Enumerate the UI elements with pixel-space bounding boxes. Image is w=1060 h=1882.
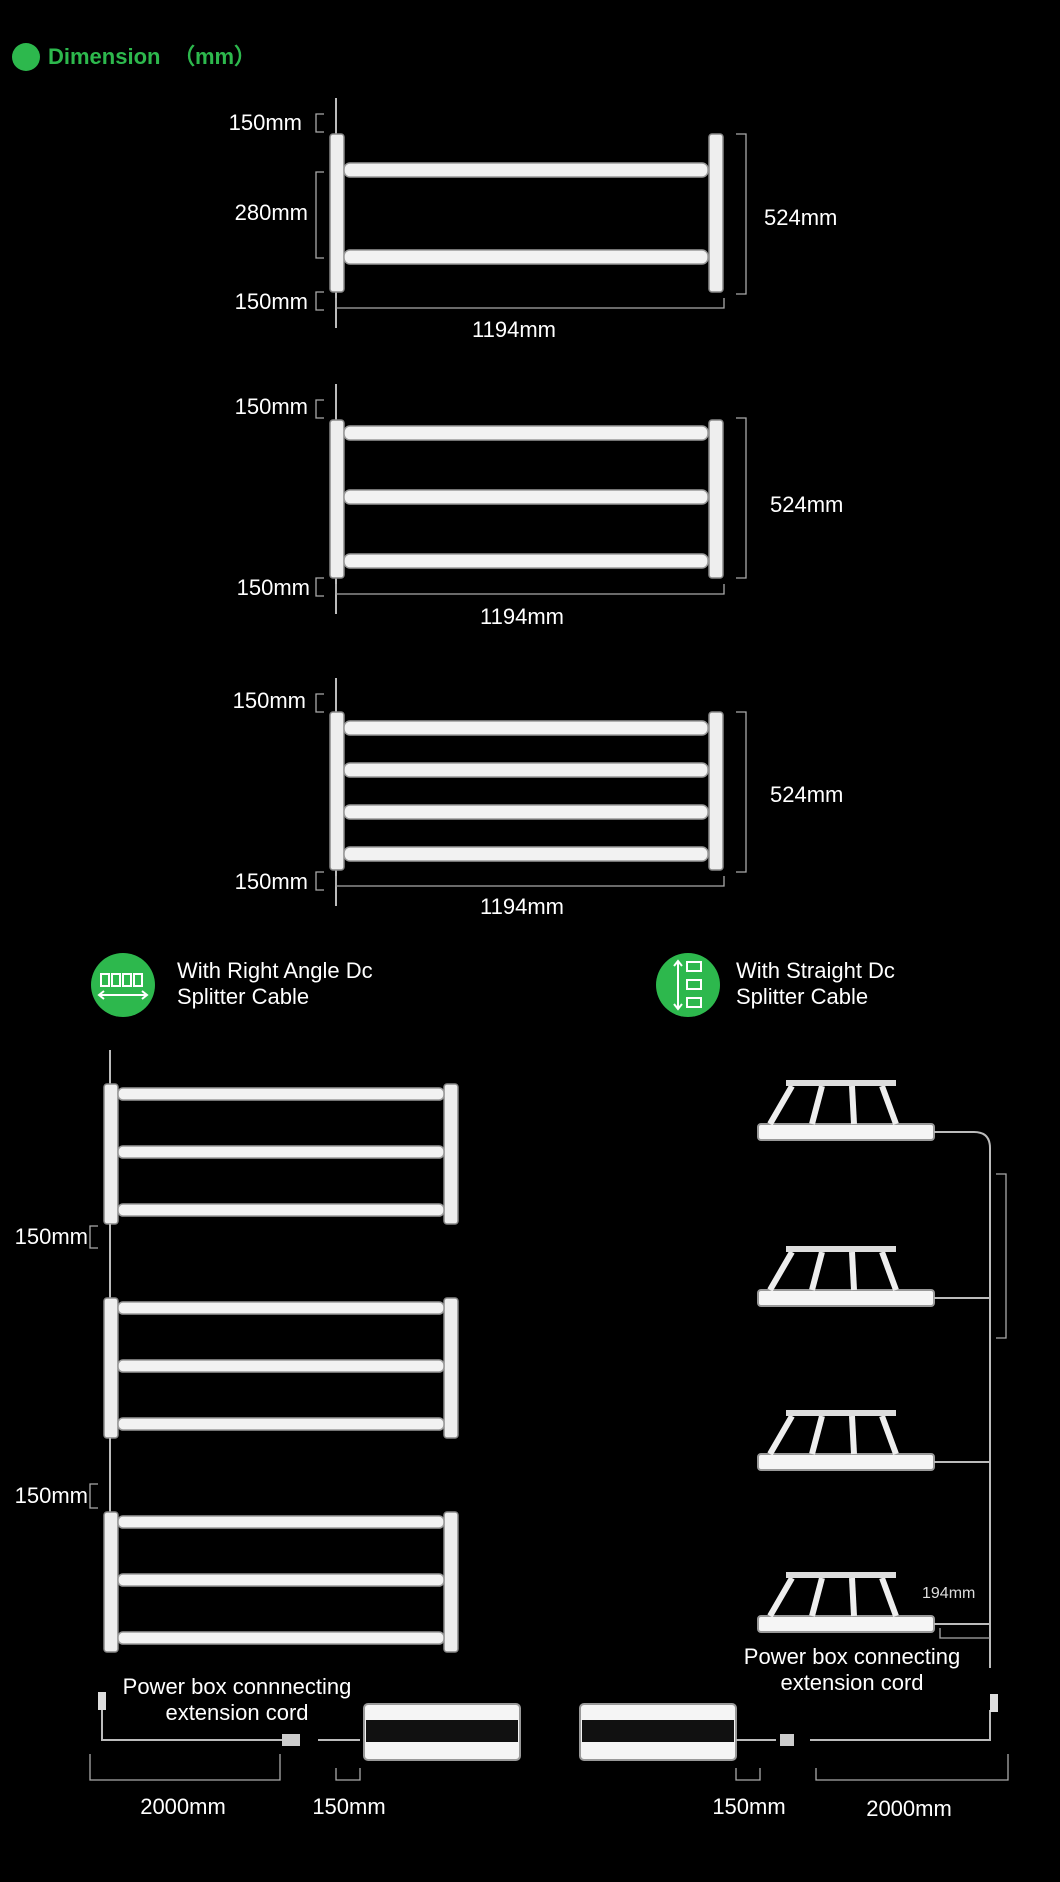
bar-spacing-label: 280mm [235,200,308,225]
fixture-4-bar: 150mm 150mm 524mm 1194mm [233,678,843,919]
light-bar [343,720,709,736]
stacked-fixture-2 [103,1297,459,1439]
bottom-gap-label: 150mm [235,869,308,894]
page-title: Dimension [48,44,160,69]
right-panel-title-1: With Straight Dc [736,958,895,983]
right-cord-length-label: 2000mm [866,1796,952,1821]
height-label: 524mm [770,782,843,807]
page-title-unit: （mm） [173,44,256,69]
right-rail [708,711,724,871]
light-bar [343,425,709,441]
right-power-label-1: Power box connecting [744,1644,960,1669]
width-label: 1194mm [472,317,556,342]
right-panel: With Straight Dc Splitter Cable [579,953,1009,1821]
top-gap-label: 150mm [229,110,302,135]
right-panel-title-2: Splitter Cable [736,984,868,1009]
left-short-length-label: 150mm [312,1794,385,1819]
angled-fixture-3 [757,1410,935,1471]
right-rail [708,133,724,293]
width-label: 1194mm [480,604,564,629]
light-bar [343,762,709,778]
bottom-gap-label: 150mm [237,575,310,600]
right-power-label-2: extension cord [780,1670,923,1695]
top-gap-label: 150mm [235,394,308,419]
right-short-length-label: 150mm [712,1794,785,1819]
width-label: 1194mm [480,894,564,919]
left-gap-label-2: 150mm [15,1483,88,1508]
light-bar [343,804,709,820]
left-panel: With Right Angle Dc Splitter Cable [15,953,521,1819]
fixture-2-bar: 150mm 280mm 150mm 524mm 1194mm [229,98,837,342]
light-bar [343,553,709,569]
light-bar [343,846,709,862]
fixture-3-bar: 150mm 150mm 524mm 1194mm [235,384,843,629]
bottom-gap-label: 150mm [235,289,308,314]
height-label: 524mm [770,492,843,517]
stacked-fixture-3 [103,1511,459,1653]
left-panel-title-1: With Right Angle Dc [177,958,373,983]
splitter-length-label: 194mm [922,1585,975,1602]
height-label: 524mm [764,205,837,230]
left-power-label-1: Power box connnecting [123,1674,352,1699]
left-power-label-2: extension cord [165,1700,308,1725]
right-rail [708,419,724,579]
angled-fixture-4 [757,1572,935,1633]
top-gap-label: 150mm [233,688,306,713]
left-cord-length-label: 2000mm [140,1794,226,1819]
left-panel-title-2: Splitter Cable [177,984,309,1009]
light-bar [343,489,709,505]
left-rail [329,419,345,579]
left-rail [329,133,345,293]
header-dot-icon [12,43,40,71]
light-bar [343,162,709,178]
light-bar [343,249,709,265]
angled-fixture-2 [757,1246,935,1307]
stacked-fixture-1 [103,1083,459,1225]
left-gap-label-1: 150mm [15,1224,88,1249]
left-rail [329,711,345,871]
angled-fixture-1 [757,1080,935,1141]
